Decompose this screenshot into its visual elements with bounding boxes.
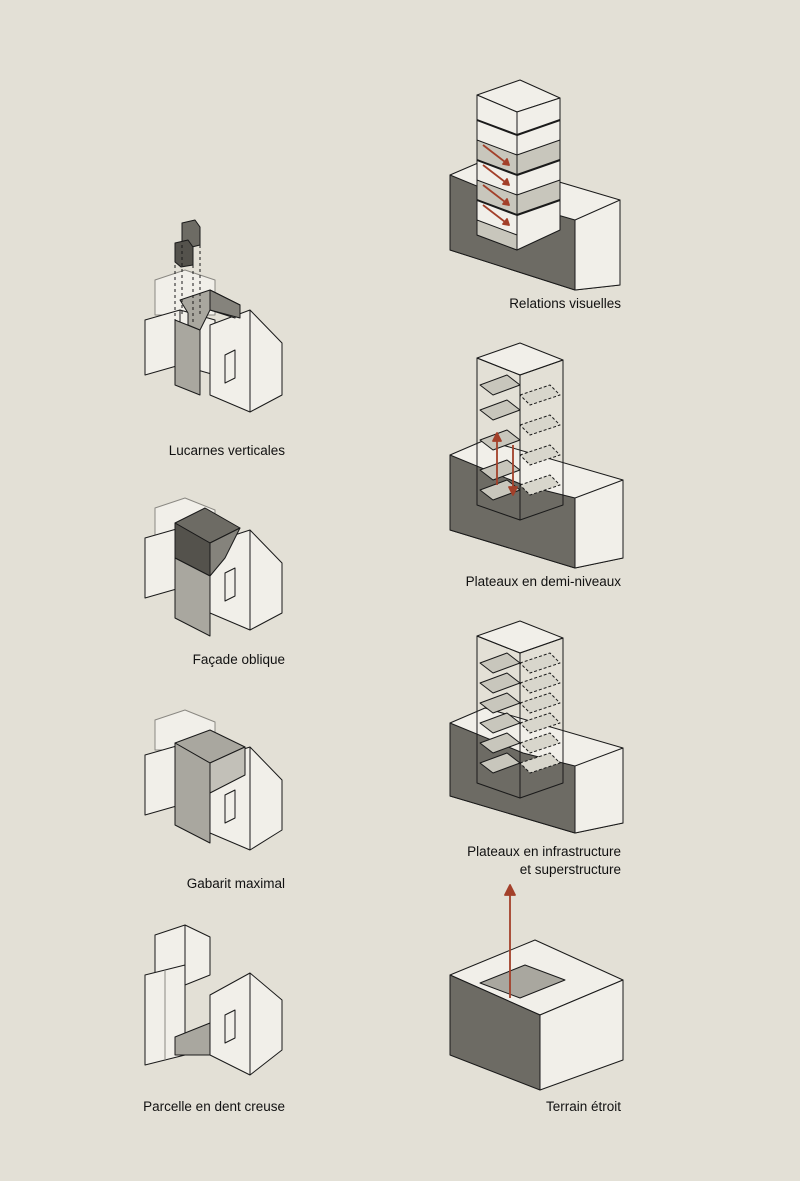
caption-plateaux-demi-niveaux: Plateaux en demi-niveaux <box>465 574 621 589</box>
caption-parcelle-dent-creuse: Parcelle en dent creuse <box>143 1099 285 1114</box>
caption-plateaux-infrastructure: Plateaux en infrastructure et superstruc… <box>467 843 621 879</box>
diagram-parcelle-dent-creuse <box>140 924 300 1090</box>
diagram-facade-oblique <box>140 488 300 653</box>
caption-gabarit-maximal: Gabarit maximal <box>186 876 285 891</box>
caption-line-2: et superstructure <box>519 862 621 877</box>
caption-line-1: Plateaux en infrastructure <box>467 844 621 859</box>
diagram-terrain-etroit <box>445 880 630 1095</box>
caption-terrain-etroit: Terrain étroit <box>545 1099 621 1114</box>
caption-lucarnes-verticales: Lucarnes verticales <box>168 443 285 458</box>
diagram-relations-visuelles <box>445 79 630 295</box>
caption-facade-oblique: Façade oblique <box>192 652 285 667</box>
diagram-lucarnes-verticales <box>140 215 300 430</box>
caption-relations-visuelles: Relations visuelles <box>509 296 621 311</box>
diagram-plateaux-demi-niveaux <box>445 340 630 575</box>
diagram-gabarit-maximal <box>140 705 300 875</box>
diagram-plateaux-infrastructure <box>445 618 630 838</box>
